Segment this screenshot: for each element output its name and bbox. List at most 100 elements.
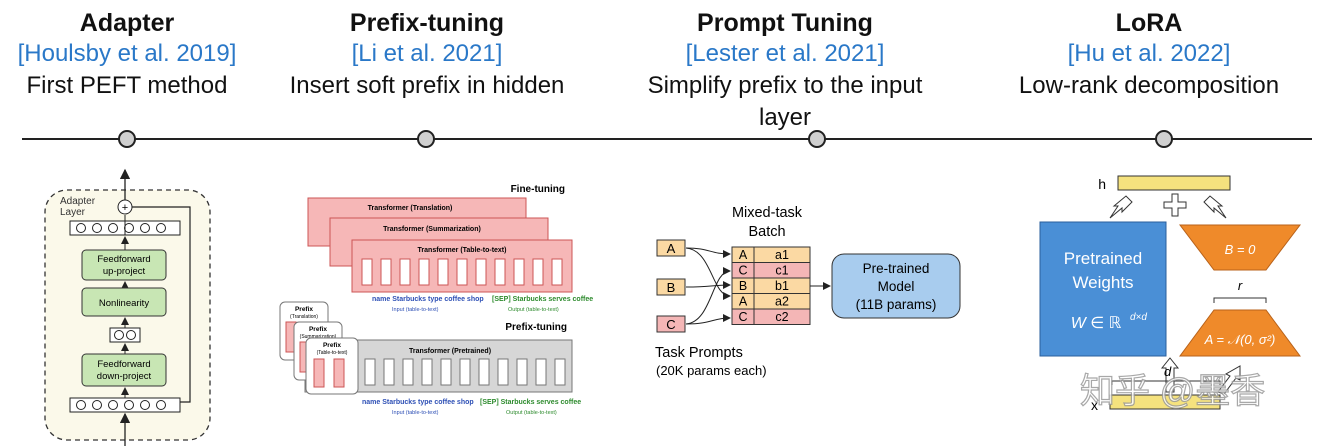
finetune-slots bbox=[361, 258, 563, 286]
nonlinearity-block bbox=[81, 287, 167, 317]
batch-item: b1 bbox=[775, 279, 789, 293]
task-prompt-c bbox=[656, 315, 686, 333]
nonlinearity-label: Nonlinearity bbox=[99, 298, 149, 309]
lora-diagram: h Pretrained Weights W ∈ ℝ d×d B = 0 r A… bbox=[1039, 175, 1302, 413]
pretrained-weights-block bbox=[1039, 221, 1167, 357]
w-formula: W ∈ ℝ bbox=[1071, 315, 1122, 332]
ff-down-block bbox=[81, 353, 167, 387]
task-prompts-label: Task Prompts bbox=[655, 345, 743, 361]
ff-up-block bbox=[81, 249, 167, 281]
pretrained-weights-label: Weights bbox=[1072, 273, 1133, 292]
method-title: LoRA bbox=[1115, 9, 1183, 37]
prefixtuning-title: Prefix-tuning bbox=[505, 322, 567, 333]
rank-label: r bbox=[1238, 278, 1243, 293]
output-tokens: [SEP] Starbucks serves coffee bbox=[480, 399, 581, 406]
adapter-bottom-tokens bbox=[69, 397, 181, 413]
batch-table: A a1 C c1 B b1 A a2 C c2 bbox=[731, 246, 811, 325]
pretrained-model-box bbox=[831, 253, 961, 319]
method-citation[interactable]: [Lester et al. 2021] bbox=[685, 40, 885, 67]
task-prompt-label: B bbox=[667, 280, 676, 295]
timeline-node-prefix[interactable] bbox=[417, 130, 435, 148]
watermark: 知乎 @墨香 bbox=[1080, 372, 1265, 411]
arrow-up-left bbox=[1109, 195, 1133, 219]
transformer-label: Transformer (Pretrained) bbox=[409, 348, 491, 355]
a-formula: A = 𝒩(0, σ²) bbox=[1204, 332, 1276, 347]
method-description: Simplify prefix to the input layer bbox=[647, 72, 923, 131]
transformer-label: Transformer (Table-to-text) bbox=[418, 247, 507, 254]
prefix-label: (Translation) bbox=[290, 314, 318, 320]
prefix-tuning-diagram: Fine-tuning Transformer (Translation) Tr… bbox=[279, 184, 593, 416]
batch-item: a2 bbox=[775, 295, 789, 309]
task-prompt-a bbox=[656, 239, 686, 257]
prompt-tuning-diagram: Mixed-task Batch A B C A bbox=[655, 205, 961, 378]
batch-title: Batch bbox=[748, 224, 785, 240]
task-prompts-sub: (20K params each) bbox=[656, 363, 767, 378]
arrow-up-input-right bbox=[1217, 365, 1241, 395]
timeline-node-adapter[interactable] bbox=[118, 130, 136, 148]
plus-icon bbox=[1163, 193, 1187, 217]
input-label: Input (table-to-text) bbox=[392, 307, 439, 313]
w-superscript: d×d bbox=[1130, 312, 1147, 323]
task-prompt-label: A bbox=[667, 241, 676, 256]
batch-item: a1 bbox=[775, 248, 789, 262]
arrow-up-right bbox=[1203, 195, 1227, 219]
adapter-layer-label: Layer bbox=[60, 207, 86, 218]
task-prompt-b bbox=[656, 278, 686, 296]
ff-down-label: down-project bbox=[97, 371, 152, 382]
input-label: Input (table-to-text) bbox=[392, 410, 439, 416]
timeline-node-prompt[interactable] bbox=[808, 130, 826, 148]
output-tokens: [SEP] Starbucks serves coffee bbox=[492, 296, 593, 303]
method-title: Prompt Tuning bbox=[697, 9, 873, 37]
method-title: Prefix-tuning bbox=[349, 9, 505, 37]
ff-down-label: Feedforward bbox=[97, 359, 150, 370]
prefix-label: (Table-to-text) bbox=[317, 350, 348, 356]
model-label: Model bbox=[878, 279, 915, 294]
method-prompt-tuning: Prompt Tuning [Lester et al. 2021] Simpl… bbox=[620, 8, 950, 134]
pretrained-slots bbox=[364, 358, 566, 386]
model-label: (11B params) bbox=[856, 297, 937, 312]
batch-task: A bbox=[739, 248, 748, 262]
prefix-label: Prefix bbox=[323, 342, 341, 349]
lora-x-label: x bbox=[1091, 397, 1098, 413]
method-description: First PEFT method bbox=[26, 72, 228, 99]
model-label: Pre-trained bbox=[863, 261, 930, 276]
batch-item: c1 bbox=[775, 264, 788, 278]
method-lora: LoRA [Hu et al. 2022] Low-rank decomposi… bbox=[984, 8, 1314, 102]
output-label: Output (table-to-text) bbox=[508, 307, 559, 313]
finetuning-title: Fine-tuning bbox=[511, 184, 565, 195]
batch-item: c2 bbox=[775, 310, 788, 324]
method-prefix-tuning: Prefix-tuning [Li et al. 2021] Insert so… bbox=[262, 8, 592, 102]
method-adapter: Adapter [Houlsby et al. 2019] First PEFT… bbox=[0, 8, 292, 102]
method-citation[interactable]: [Hu et al. 2022] bbox=[1067, 40, 1231, 67]
batch-task: C bbox=[738, 264, 747, 278]
timeline-node-lora[interactable] bbox=[1155, 130, 1173, 148]
lora-h-bar bbox=[1117, 175, 1231, 191]
method-citation[interactable]: [Houlsby et al. 2019] bbox=[17, 40, 237, 67]
method-description: Low-rank decomposition bbox=[1018, 72, 1280, 99]
adapter-plus: + bbox=[122, 202, 128, 214]
prefix-label: (Summarization) bbox=[300, 334, 337, 340]
lora-x-bar bbox=[1109, 394, 1221, 410]
arrow-up-input bbox=[1160, 357, 1180, 393]
input-tokens: name Starbucks type coffee shop bbox=[362, 399, 474, 406]
batch-task: B bbox=[739, 279, 747, 293]
prefix-label: Prefix bbox=[309, 326, 327, 333]
batch-task: A bbox=[739, 295, 748, 309]
dim-label: d bbox=[1164, 364, 1172, 379]
lora-a-matrix bbox=[1179, 309, 1301, 357]
prefix-label: Prefix bbox=[295, 306, 313, 313]
method-title: Adapter bbox=[79, 9, 175, 37]
input-tokens: name Starbucks type coffee shop bbox=[372, 296, 484, 303]
transformer-label: Transformer (Translation) bbox=[368, 205, 453, 212]
method-description: Insert soft prefix in hidden bbox=[289, 72, 565, 99]
lora-h-label: h bbox=[1098, 176, 1106, 192]
ff-up-label: up-project bbox=[103, 266, 146, 277]
ff-up-label: Feedforward bbox=[97, 254, 150, 265]
lora-b-matrix bbox=[1178, 224, 1302, 271]
method-citation[interactable]: [Li et al. 2021] bbox=[351, 40, 503, 67]
pretrained-weights-label: Pretrained bbox=[1064, 249, 1142, 268]
batch-title: Mixed-task bbox=[732, 205, 803, 221]
output-label: Output (table-to-text) bbox=[506, 410, 557, 416]
adapter-layer-label: Adapter bbox=[60, 196, 96, 207]
